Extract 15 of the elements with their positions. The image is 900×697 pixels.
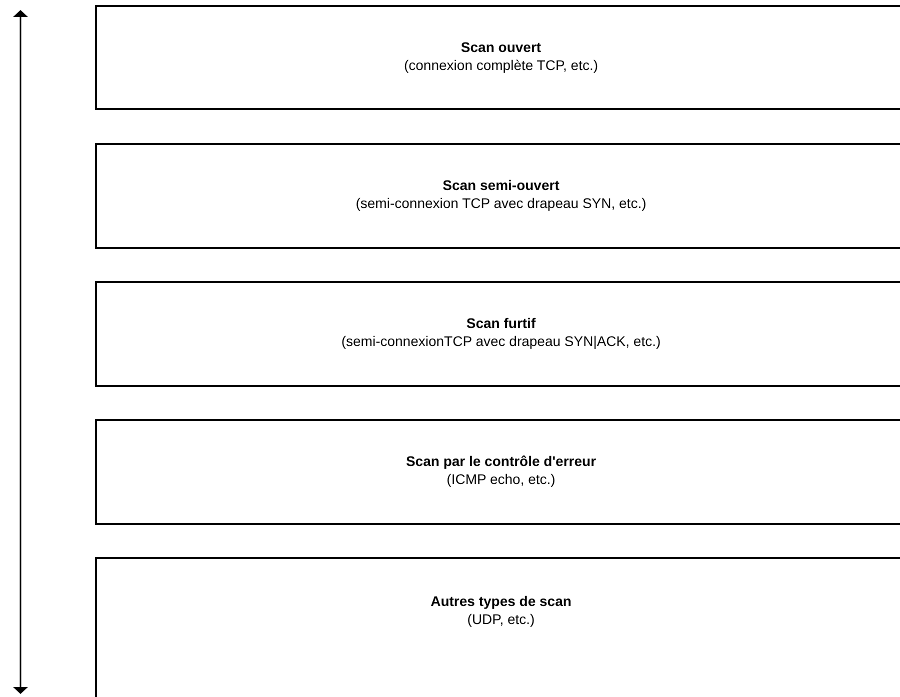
box-heading: Scan semi-ouvert (442, 176, 560, 194)
scan-type-box (95, 143, 900, 249)
box-description: (ICMP echo, etc.) (446, 470, 556, 488)
box-heading: Scan furtif (466, 314, 536, 332)
box-description: (semi-connexionTCP avec drapeau SYN|ACK, etc.) (341, 332, 661, 350)
box-description: (UDP, etc.) (467, 610, 535, 628)
scan-type-box (95, 419, 900, 525)
box-heading: Scan ouvert (460, 38, 542, 56)
scan-type-box (95, 5, 900, 110)
scan-type-box (95, 557, 900, 697)
box-description: (semi-connexion TCP avec drapeau SYN, etc.) (356, 194, 646, 212)
box-description: (connexion complète TCP, etc.) (404, 56, 598, 74)
box-heading: Autres types de scan (430, 592, 572, 610)
box-heading: Scan par le contrôle d'erreur (406, 452, 596, 470)
scan-type-box (95, 281, 900, 387)
